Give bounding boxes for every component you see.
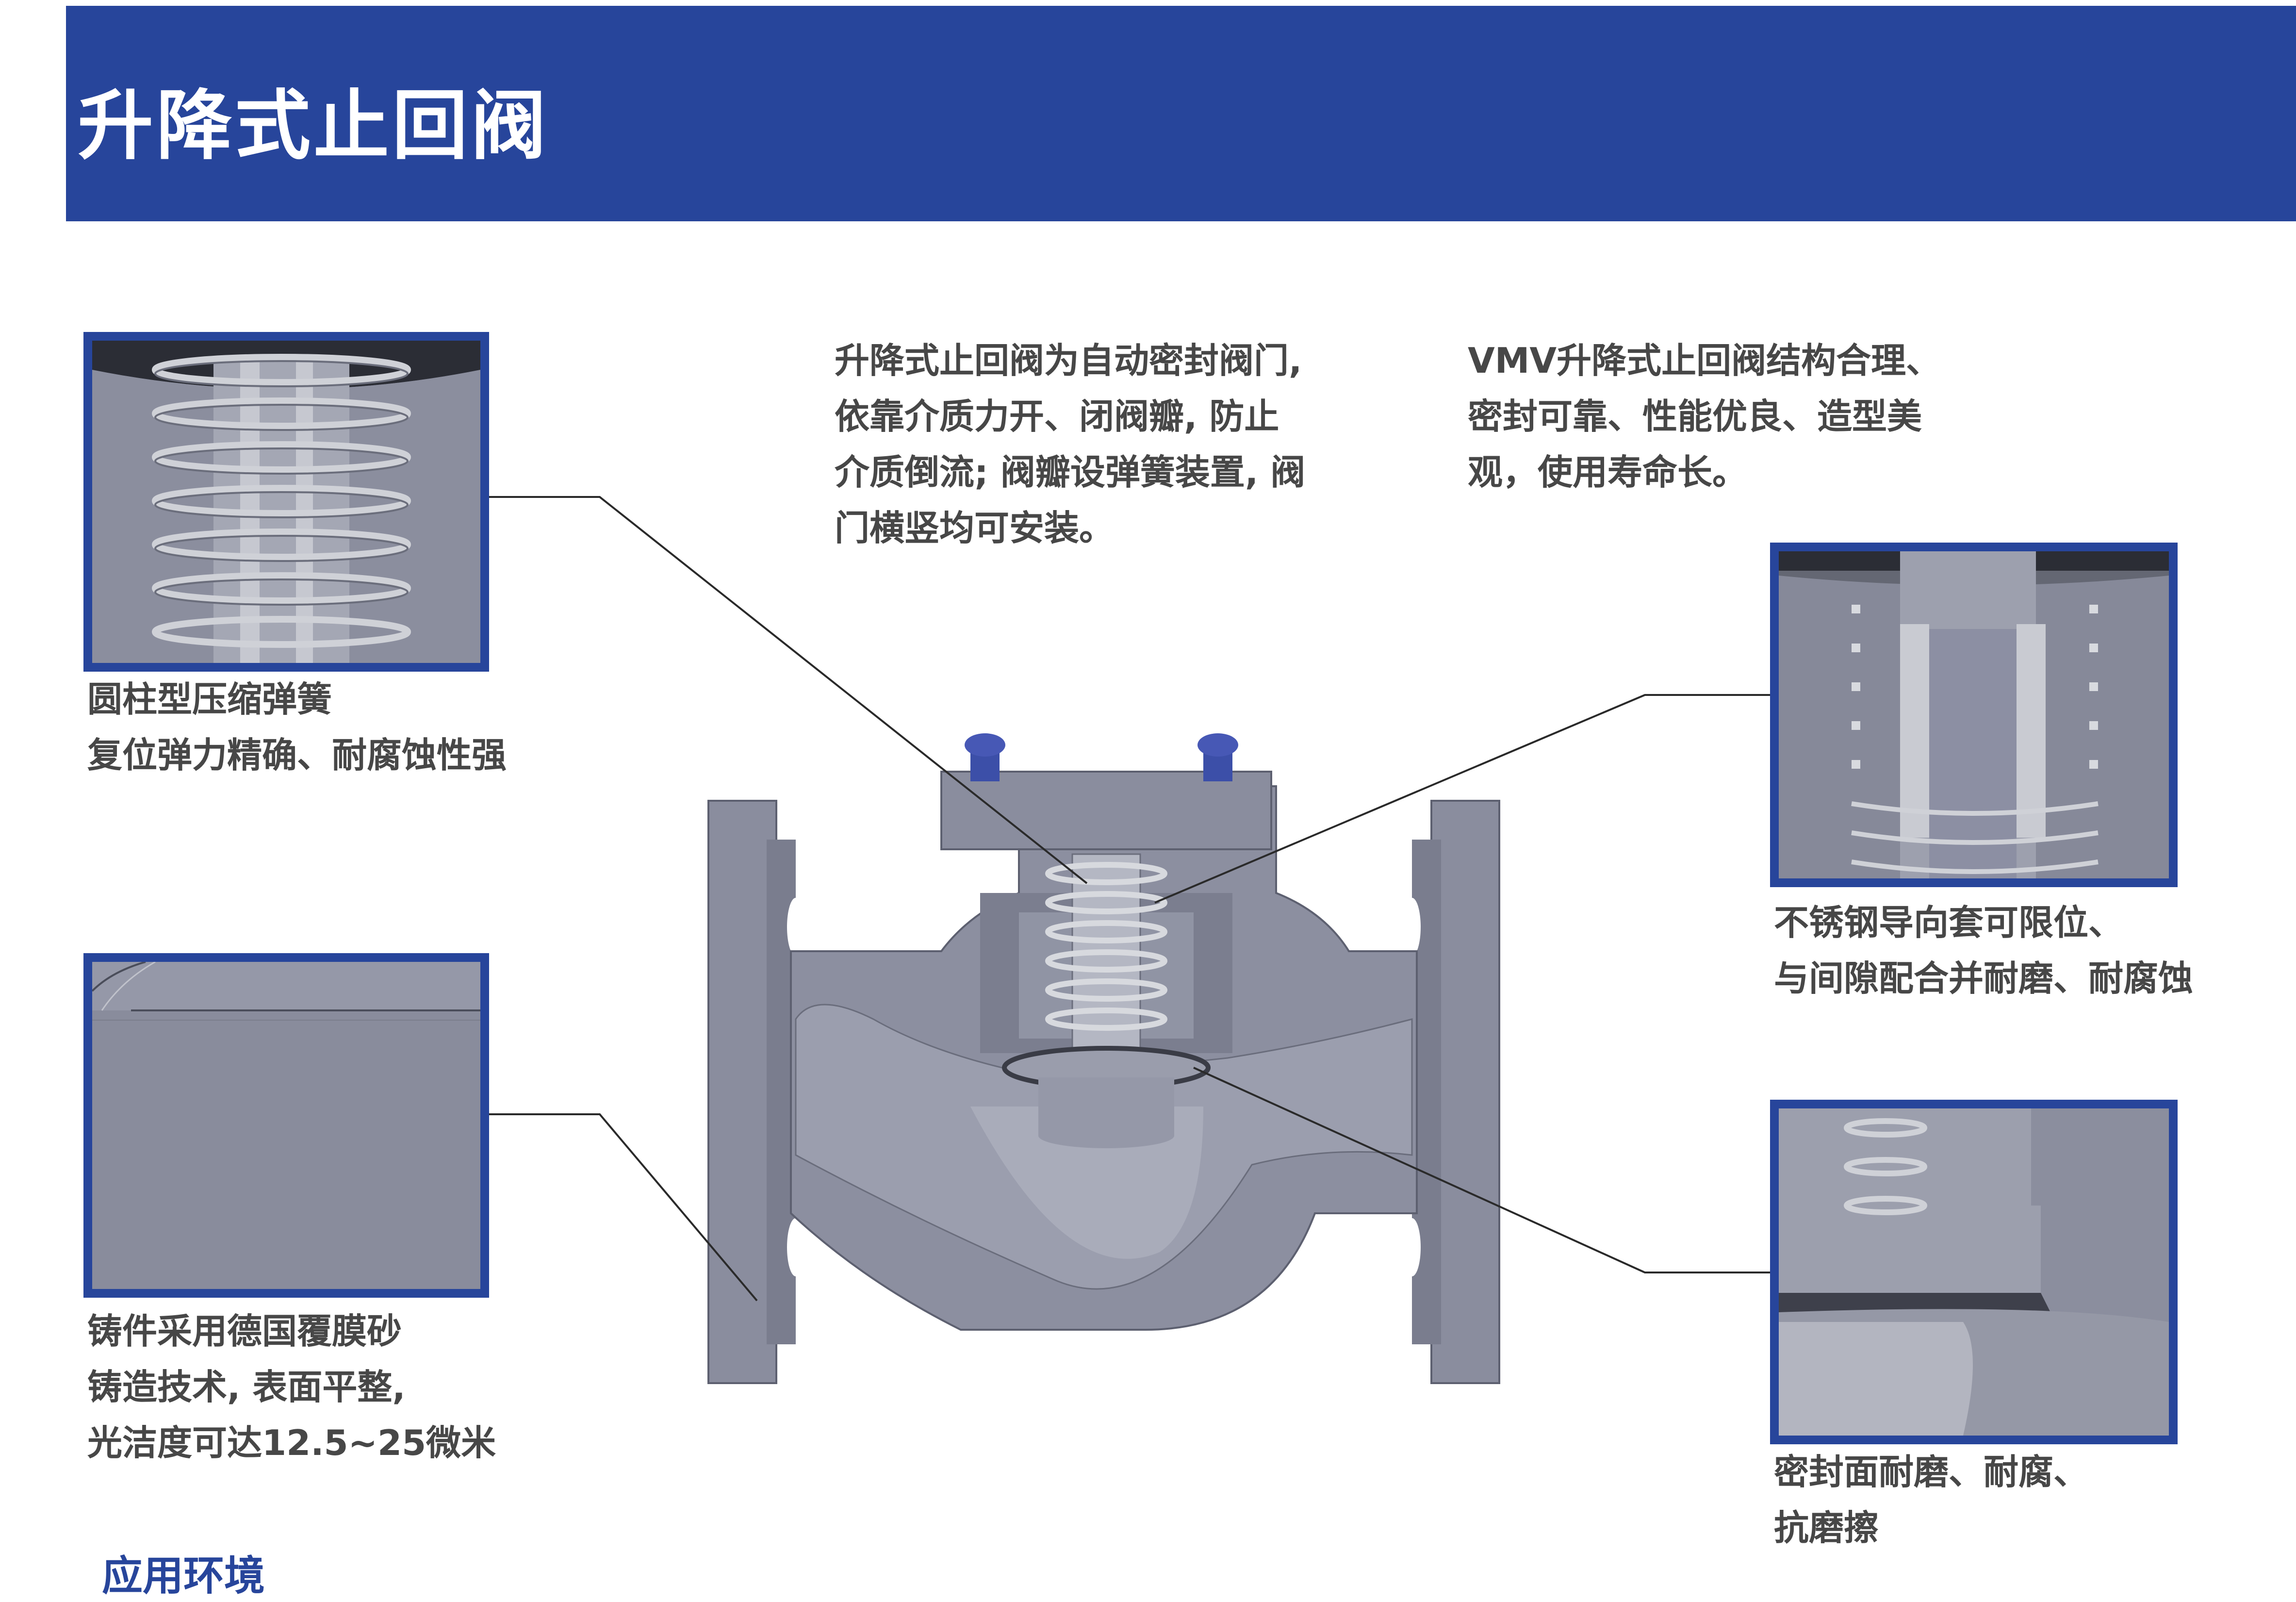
- seal-caption-line: 密封面耐磨、耐腐、: [1774, 1452, 2089, 1492]
- section-heading-application: 应用环境: [102, 1552, 265, 1600]
- intro-left-line: 升降式止回阀为自动密封阀门,: [835, 340, 1302, 381]
- spring-caption: 圆柱型压缩弹簧 复位弹力精确、耐腐蚀性强: [87, 672, 507, 783]
- spring-caption-line: 圆柱型压缩弹簧: [87, 679, 332, 720]
- casting-surface-image: [83, 953, 489, 1298]
- intro-right-line: VMV升降式止回阀结构合理、: [1468, 340, 1941, 381]
- spring-detail-image: [83, 332, 489, 672]
- intro-right-line: 观，使用寿命长。: [1468, 452, 1748, 493]
- intro-left-paragraph: 升降式止回阀为自动密封阀门, 依靠介质力开、闭阀瓣, 防止 介质倒流; 阀瓣设弹…: [835, 333, 1305, 556]
- guide-sleeve-image: [1770, 543, 2178, 887]
- spring-caption-line: 复位弹力精确、耐腐蚀性强: [87, 735, 507, 776]
- valve-cutaway-illustration: [707, 733, 1500, 1384]
- guide-caption-line: 不锈钢导向套可限位、: [1774, 902, 2124, 943]
- intro-right-line: 密封可靠、性能优良、造型美: [1468, 396, 1922, 437]
- guide-caption: 不锈钢导向套可限位、 与间隙配合并耐磨、耐腐蚀: [1774, 895, 2193, 1007]
- casting-caption-line: 铸造技术, 表面平整,: [87, 1367, 406, 1407]
- casting-caption-line: 光洁度可达12.5~25微米: [87, 1422, 496, 1463]
- page-title: 升降式止回阀: [78, 82, 549, 170]
- intro-left-line: 介质倒流; 阀瓣设弹簧装置, 阀: [835, 452, 1306, 493]
- seal-caption: 密封面耐磨、耐腐、 抗磨擦: [1774, 1444, 2088, 1556]
- intro-right-paragraph: VMV升降式止回阀结构合理、 密封可靠、性能优良、造型美 观，使用寿命长。: [1468, 333, 1941, 500]
- casting-caption-line: 铸件采用德国覆膜砂: [87, 1311, 402, 1352]
- guide-caption-line: 与间隙配合并耐磨、耐腐蚀: [1774, 958, 2194, 999]
- intro-left-line: 依靠介质力开、闭阀瓣, 防止: [835, 396, 1279, 437]
- intro-left-line: 门横竖均可安装。: [835, 508, 1115, 548]
- seal-caption-line: 抗磨擦: [1774, 1507, 1879, 1548]
- sealing-face-image: [1770, 1100, 2178, 1444]
- header-banner: 升降式止回阀: [66, 6, 2296, 221]
- casting-caption: 铸件采用德国覆膜砂 铸造技术, 表面平整, 光洁度可达12.5~25微米: [87, 1304, 496, 1471]
